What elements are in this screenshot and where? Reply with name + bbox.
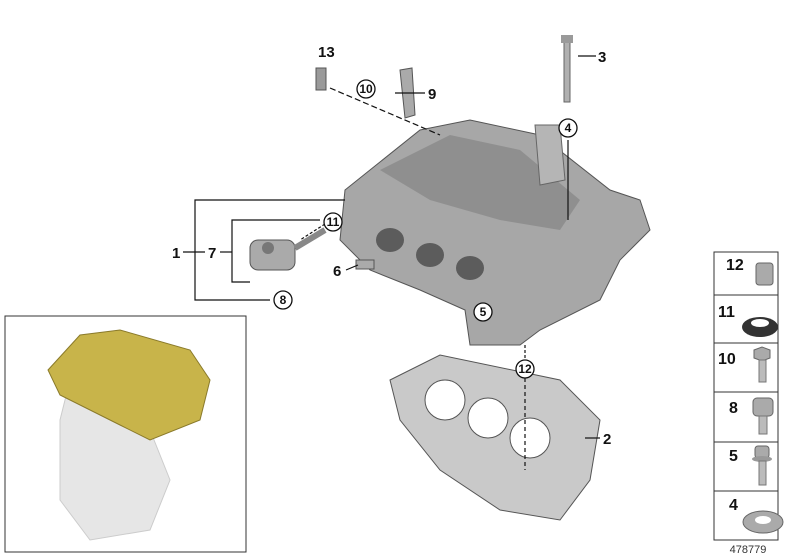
valve-drawing[interactable] [355, 259, 375, 270]
panel-item-8[interactable]: 8 [729, 397, 774, 435]
sensor-drawing[interactable] [315, 67, 327, 91]
highlighted-cylinder-head [47, 329, 211, 441]
callout-12: 12 [515, 359, 535, 379]
panel-item-10[interactable]: 10 [718, 346, 771, 383]
svg-text:5: 5 [480, 305, 487, 319]
svg-text:11: 11 [718, 304, 735, 321]
callout-9: 9 [428, 86, 436, 103]
sleeve-icon [755, 262, 774, 286]
svg-text:12: 12 [726, 257, 744, 274]
callout-7: 7 [208, 245, 216, 262]
seal-ring-icon [742, 317, 778, 337]
callout-13: 13 [318, 44, 335, 61]
callout-6: 6 [333, 263, 341, 280]
svg-text:4: 4 [729, 497, 738, 514]
panel-item-4[interactable]: 4 [729, 497, 784, 534]
pump-drawing[interactable] [249, 227, 327, 271]
leader-lines [183, 55, 600, 470]
svg-text:8: 8 [280, 293, 287, 307]
svg-text:12: 12 [518, 362, 532, 376]
diagram-id: 478779 [730, 544, 767, 556]
callout-3: 3 [598, 49, 606, 66]
torx-screw-icon [752, 397, 774, 435]
callout-1: 1 [172, 245, 180, 262]
parts-panel: 12 11 10 8 5 4 [713, 251, 784, 541]
svg-text:10: 10 [718, 351, 736, 368]
panel-item-5[interactable]: 5 [729, 445, 772, 486]
hex-bolt-icon [753, 346, 771, 383]
gasket-drawing[interactable] [389, 354, 601, 521]
washer-icon [742, 510, 784, 534]
cylinder-head-drawing[interactable] [339, 119, 651, 346]
head-bolt-drawing[interactable] [561, 35, 573, 103]
callout-2: 2 [603, 431, 611, 448]
svg-text:8: 8 [729, 400, 738, 417]
panel-item-11[interactable]: 11 [718, 304, 778, 337]
callout-5: 5 [473, 302, 493, 322]
callout-8: 8 [273, 290, 293, 310]
torx-bolt-icon [752, 445, 772, 486]
engine-overview-inset [4, 315, 247, 553]
callout-10: 10 [356, 79, 376, 99]
svg-text:11: 11 [327, 215, 340, 229]
panel-item-12[interactable]: 12 [726, 257, 774, 286]
svg-text:5: 5 [729, 448, 738, 465]
callout-11: 11 [323, 212, 343, 232]
callout-4: 4 [558, 118, 578, 138]
svg-text:4: 4 [565, 121, 572, 135]
svg-text:10: 10 [359, 82, 373, 96]
